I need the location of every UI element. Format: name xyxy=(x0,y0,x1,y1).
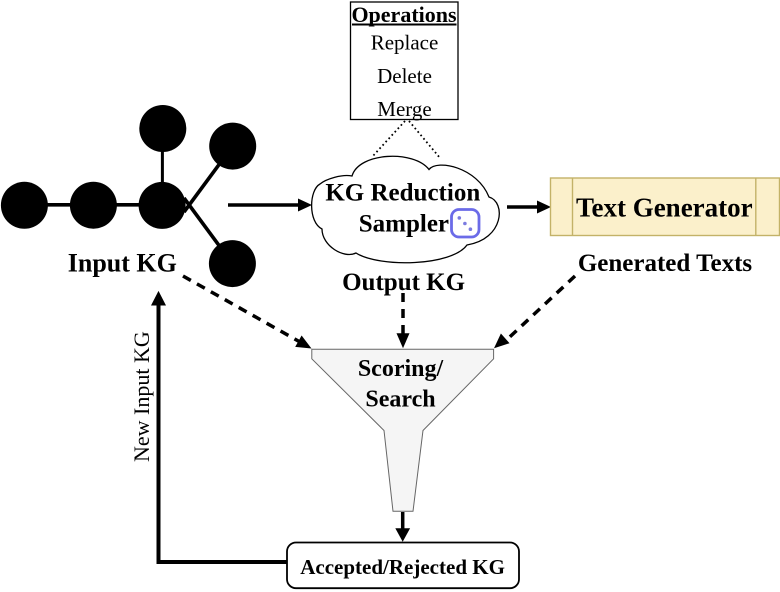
svg-text:Generated Texts: Generated Texts xyxy=(578,250,753,277)
svg-text:Operations: Operations xyxy=(351,2,457,27)
svg-text:Input KG: Input KG xyxy=(68,248,177,277)
svg-text:Replace: Replace xyxy=(371,31,439,55)
svg-text:Merge: Merge xyxy=(377,97,431,121)
svg-text:Accepted/Rejected KG: Accepted/Rejected KG xyxy=(300,555,505,579)
svg-text:Text Generator: Text Generator xyxy=(576,193,753,223)
svg-text:Scoring/: Scoring/ xyxy=(358,356,444,382)
svg-text:Delete: Delete xyxy=(377,64,432,88)
svg-text:KG Reduction: KG Reduction xyxy=(325,180,480,207)
svg-text:New Input KG: New Input KG xyxy=(129,331,154,462)
svg-text:Output KG: Output KG xyxy=(342,269,465,296)
svg-text:Search: Search xyxy=(365,387,435,413)
svg-text:Sampler: Sampler xyxy=(359,211,449,238)
